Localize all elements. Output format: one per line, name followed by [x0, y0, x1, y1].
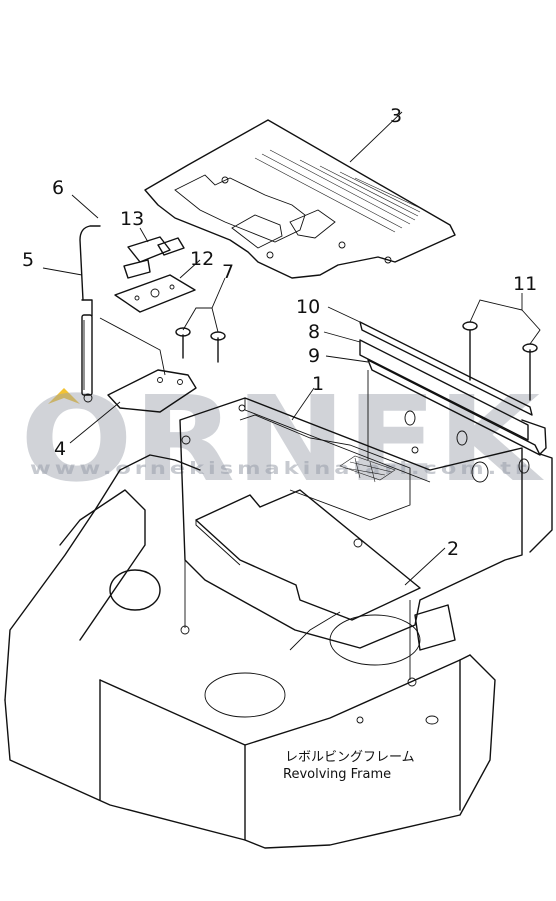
- callouts: 1 2 3 4 5 6 7 8 9 10 11 12 13: [22, 105, 537, 560]
- cover-hatching: [254, 149, 421, 233]
- part-2-plate: [195, 489, 421, 621]
- callout-7: 7: [222, 261, 234, 283]
- frame-mesh: [339, 455, 396, 483]
- callout-9: 9: [308, 345, 320, 367]
- frame-label-japanese: レボルビングフレーム: [285, 750, 415, 765]
- callout-5: 5: [22, 249, 34, 271]
- callout-2: 2: [447, 538, 459, 560]
- callout-6: 6: [52, 177, 64, 199]
- watermark-accent-icon: [48, 388, 80, 404]
- callout-11: 11: [513, 273, 537, 295]
- callout-12: 12: [190, 248, 214, 270]
- leader-lines: [42, 111, 541, 586]
- callout-1: 1: [312, 373, 324, 395]
- watermark: ORNEK www.ornekismakinalari.com.tr: [20, 370, 545, 508]
- revolving-frame: [4, 454, 496, 849]
- support-rod: [79, 225, 101, 403]
- watermark-url: www.ornekismakinalari.com.tr: [30, 459, 530, 479]
- part-13-plate: [123, 236, 185, 279]
- part-12-plate: [114, 274, 196, 313]
- callout-4: 4: [54, 438, 66, 460]
- watermark-brand: ORNEK: [20, 370, 545, 508]
- part-3-cover: [144, 119, 456, 279]
- frame-label: レボルビングフレーム Revolving Frame: [283, 750, 415, 782]
- frame-label-english: Revolving Frame: [283, 767, 391, 782]
- side-rails: [359, 321, 553, 553]
- callout-8: 8: [308, 321, 320, 343]
- part-4-bracket: [99, 317, 197, 413]
- part-7-bolts: [175, 327, 226, 363]
- callout-10: 10: [296, 296, 320, 318]
- callout-13: 13: [120, 208, 144, 230]
- callout-3: 3: [390, 105, 402, 127]
- part-11-bolts: [462, 321, 538, 401]
